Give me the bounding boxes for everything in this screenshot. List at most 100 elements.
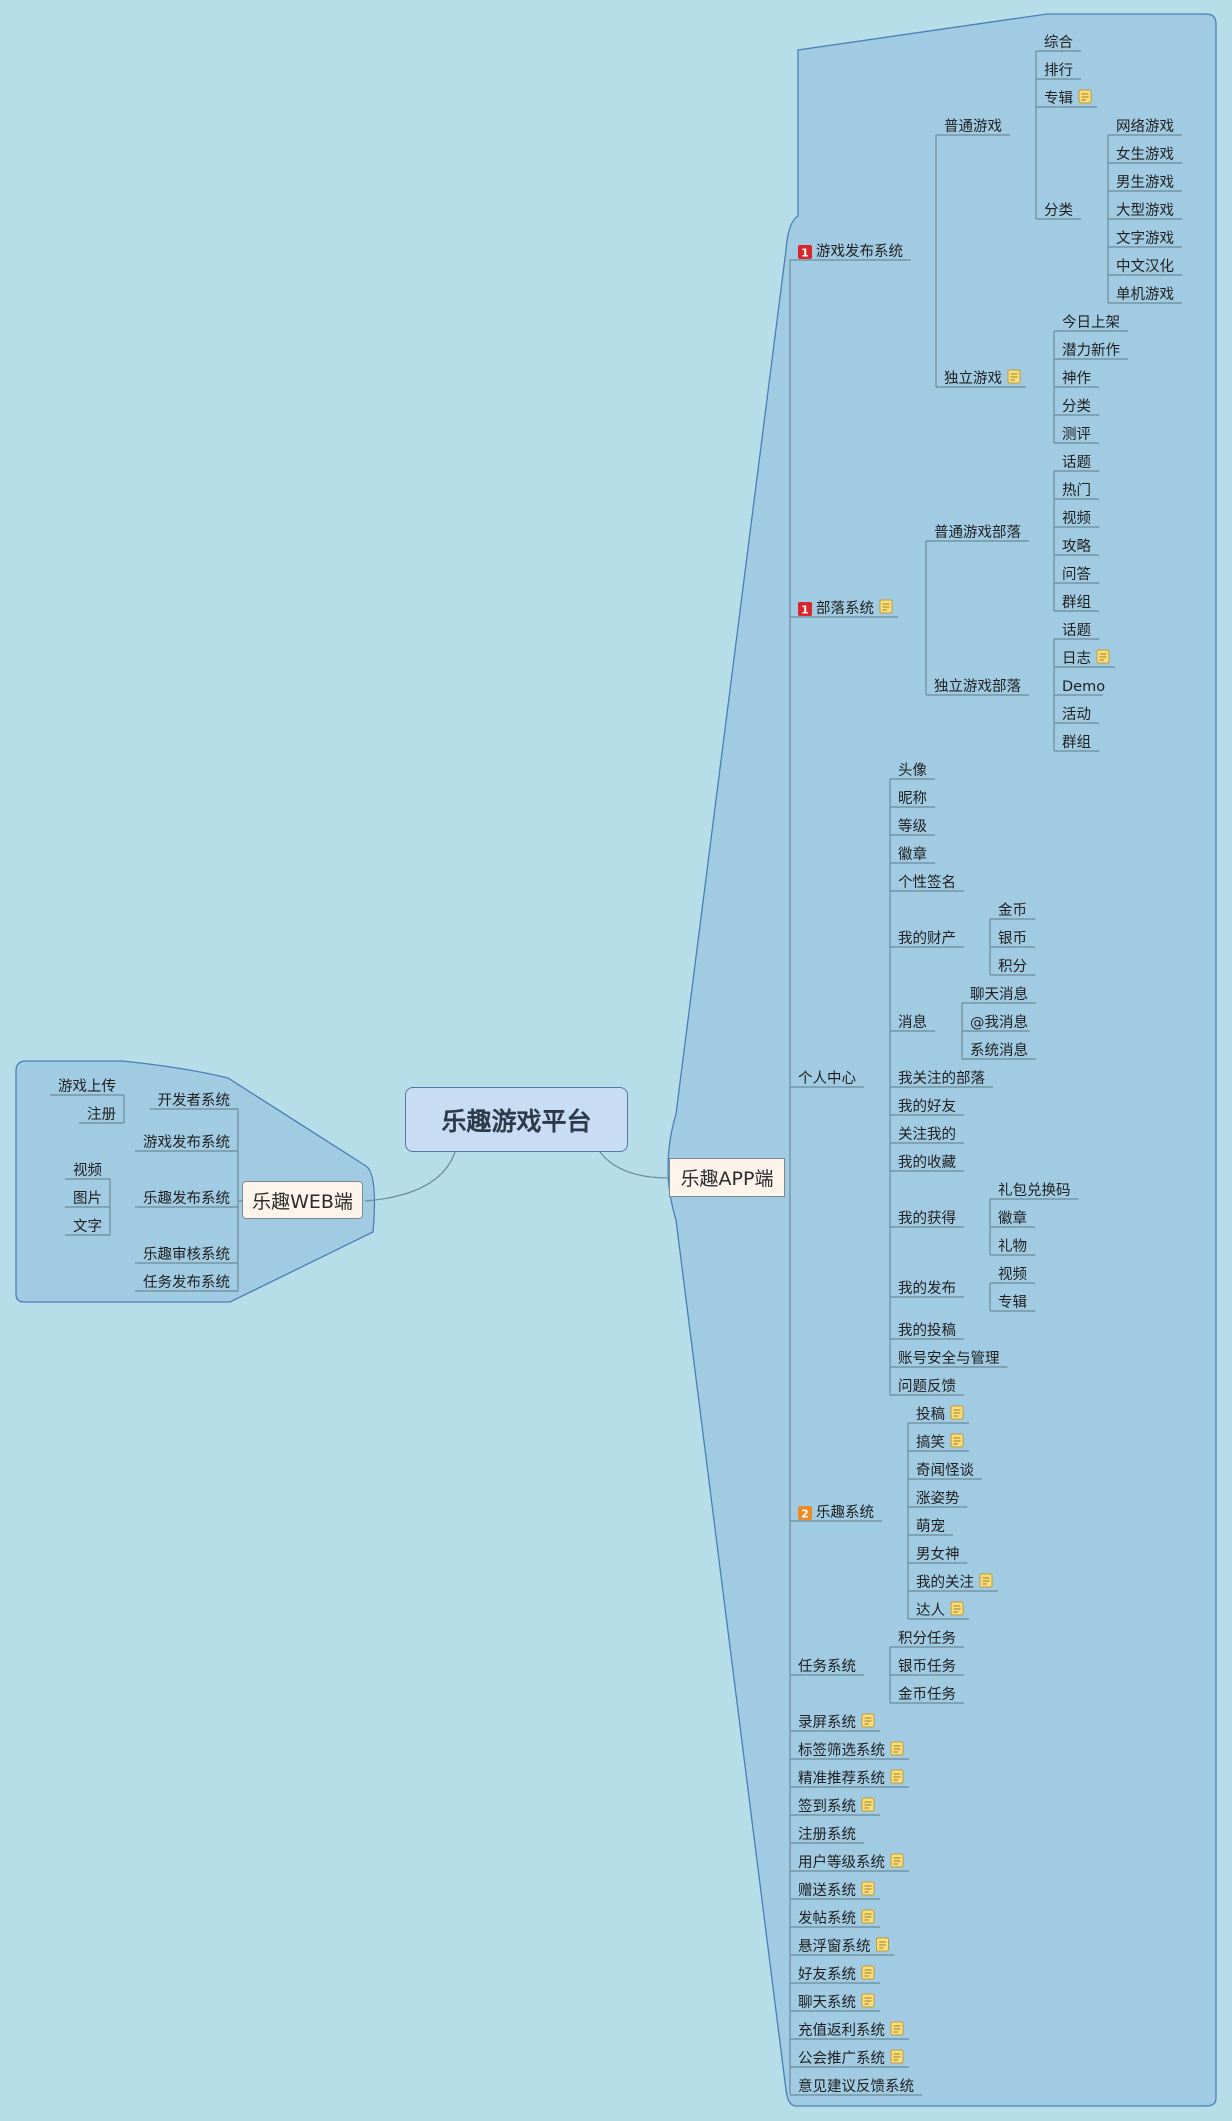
personal-item[interactable]: 徽章 (898, 845, 927, 863)
indie-tribe-item[interactable]: 日志 (1062, 650, 1091, 667)
normal-tribe-item[interactable]: 热门 (1062, 482, 1091, 499)
indie-games-item[interactable]: 潜力新作 (1062, 342, 1120, 359)
normal-games-item[interactable]: 排行 (1044, 62, 1073, 79)
indie-tribe-item[interactable]: 活动 (1062, 706, 1091, 723)
gain-item[interactable]: 礼包兑换码 (998, 1182, 1071, 1199)
category-item[interactable]: 网络游戏 (1116, 118, 1174, 135)
task-system[interactable]: 任务系统 (798, 1658, 856, 1675)
fun-publish-item[interactable]: 文字 (73, 1218, 102, 1235)
normal-games-item[interactable]: 综合 (1044, 34, 1073, 51)
personal-item[interactable]: 我关注的部落 (898, 1070, 985, 1087)
tribe-system[interactable]: 部落系统 (816, 600, 874, 617)
personal-item[interactable]: 我的收藏 (898, 1154, 956, 1171)
category-item[interactable]: 大型游戏 (1116, 202, 1174, 219)
indie-games-item[interactable]: 测评 (1062, 426, 1091, 443)
category-item[interactable]: 男生游戏 (1116, 174, 1174, 191)
asset-item[interactable]: 银币 (998, 930, 1027, 947)
system-item[interactable]: 意见建议反馈系统 (798, 2077, 914, 2095)
category-item[interactable]: 单机游戏 (1116, 286, 1174, 303)
my-publish[interactable]: 我的发布 (898, 1280, 956, 1297)
fun-item[interactable]: 男女神 (916, 1545, 960, 1563)
normal-tribe-item[interactable]: 视频 (1062, 510, 1091, 527)
personal-item[interactable]: 等级 (898, 817, 927, 835)
system-item[interactable]: 标签筛选系统 (798, 1742, 885, 1759)
app-node[interactable]: 乐趣APP端 (669, 1158, 785, 1197)
gain-item[interactable]: 礼物 (998, 1238, 1027, 1255)
system-item[interactable]: 赠送系统 (798, 1882, 856, 1899)
fun-item[interactable]: 搞笑 (916, 1434, 945, 1451)
normal-games[interactable]: 普通游戏 (944, 118, 1002, 135)
personal-center[interactable]: 个人中心 (798, 1070, 856, 1087)
indie-games[interactable]: 独立游戏 (944, 370, 1002, 387)
message-item[interactable]: @我消息 (970, 1014, 1028, 1031)
task-item[interactable]: 银币任务 (898, 1658, 956, 1675)
personal-item[interactable]: 账号安全与管理 (898, 1349, 1000, 1367)
normal-tribe-item[interactable]: 群组 (1062, 594, 1091, 611)
fun-item[interactable]: 萌宠 (916, 1518, 945, 1535)
developer-system[interactable]: 开发者系统 (158, 1092, 231, 1109)
my-gains[interactable]: 我的获得 (898, 1210, 956, 1227)
system-item[interactable]: 用户等级系统 (798, 1853, 885, 1871)
root-node[interactable]: 乐趣游戏平台 (405, 1087, 628, 1152)
personal-item[interactable]: 昵称 (898, 790, 927, 807)
normal-tribe-item[interactable]: 攻略 (1062, 538, 1091, 555)
fun-item[interactable]: 奇闻怪谈 (916, 1462, 974, 1479)
indie-tribe-item[interactable]: 话题 (1062, 622, 1091, 639)
developer-item[interactable]: 注册 (87, 1106, 116, 1123)
messages[interactable]: 消息 (898, 1014, 927, 1031)
system-item[interactable]: 精准推荐系统 (798, 1770, 885, 1787)
system-item[interactable]: 聊天系统 (798, 1994, 856, 2011)
fun-publish-item[interactable]: 图片 (73, 1190, 102, 1207)
category-item[interactable]: 文字游戏 (1116, 230, 1174, 247)
developer-item[interactable]: 游戏上传 (58, 1078, 116, 1095)
task-publish-system[interactable]: 任务发布系统 (143, 1274, 230, 1291)
publish-item[interactable]: 视频 (998, 1266, 1027, 1283)
category-item[interactable]: 女生游戏 (1116, 145, 1174, 163)
fun-item[interactable]: 投稿 (916, 1406, 945, 1423)
personal-item[interactable]: 关注我的 (898, 1126, 956, 1143)
system-item[interactable]: 充值返利系统 (798, 2022, 885, 2039)
system-item[interactable]: 注册系统 (798, 1826, 856, 1843)
normal-games-item[interactable]: 专辑 (1044, 90, 1073, 107)
system-item[interactable]: 公会推广系统 (798, 2050, 885, 2067)
normal-tribe-item[interactable]: 话题 (1062, 454, 1091, 471)
indie-game-tribe[interactable]: 独立游戏部落 (934, 678, 1021, 695)
fun-publish-system[interactable]: 乐趣发布系统 (143, 1190, 230, 1207)
system-item[interactable]: 发帖系统 (798, 1910, 856, 1927)
indie-tribe-item[interactable]: Demo (1062, 679, 1105, 695)
system-item[interactable]: 签到系统 (798, 1798, 856, 1815)
category-item[interactable]: 中文汉化 (1116, 258, 1174, 275)
asset-item[interactable]: 积分 (998, 958, 1027, 975)
category[interactable]: 分类 (1044, 202, 1073, 219)
indie-tribe-item[interactable]: 群组 (1062, 734, 1091, 751)
system-item[interactable]: 悬浮窗系统 (798, 1937, 871, 1955)
personal-item[interactable]: 头像 (898, 762, 927, 779)
fun-item[interactable]: 我的关注 (916, 1574, 974, 1591)
normal-game-tribe[interactable]: 普通游戏部落 (934, 524, 1021, 541)
personal-item[interactable]: 问题反馈 (898, 1378, 956, 1395)
normal-tribe-item[interactable]: 问答 (1062, 566, 1091, 583)
indie-games-item[interactable]: 神作 (1062, 370, 1091, 387)
asset-item[interactable]: 金币 (998, 902, 1027, 919)
personal-item[interactable]: 个性签名 (898, 874, 956, 891)
system-item[interactable]: 录屏系统 (798, 1714, 856, 1731)
message-item[interactable]: 聊天消息 (970, 986, 1028, 1003)
fun-item[interactable]: 涨姿势 (916, 1490, 960, 1507)
fun-system[interactable]: 乐趣系统 (816, 1504, 874, 1521)
game-publish-system[interactable]: 游戏发布系统 (816, 243, 903, 260)
personal-item[interactable]: 我的好友 (898, 1098, 956, 1115)
fun-review-system[interactable]: 乐趣审核系统 (143, 1246, 230, 1263)
personal-item[interactable]: 我的投稿 (898, 1322, 956, 1339)
web-game-publish-system[interactable]: 游戏发布系统 (143, 1134, 230, 1151)
fun-item[interactable]: 达人 (916, 1602, 945, 1619)
publish-item[interactable]: 专辑 (998, 1294, 1027, 1311)
system-item[interactable]: 好友系统 (798, 1966, 856, 1983)
task-item[interactable]: 积分任务 (898, 1630, 956, 1647)
message-item[interactable]: 系统消息 (970, 1042, 1028, 1059)
indie-games-item[interactable]: 今日上架 (1062, 314, 1120, 331)
fun-publish-item[interactable]: 视频 (73, 1162, 102, 1179)
gain-item[interactable]: 徽章 (998, 1209, 1027, 1227)
indie-games-item[interactable]: 分类 (1062, 398, 1091, 415)
my-assets[interactable]: 我的财产 (898, 930, 956, 947)
task-item[interactable]: 金币任务 (898, 1686, 956, 1703)
